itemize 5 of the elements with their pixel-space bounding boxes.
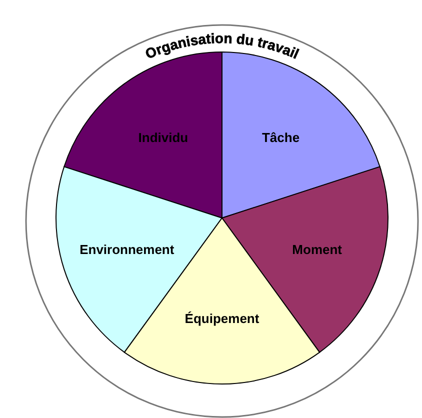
slice-label: Moment <box>292 242 342 257</box>
slice-label: Équipement <box>184 311 260 326</box>
slice-label: Environnement <box>80 242 174 257</box>
slice-label: Individu <box>138 130 188 146</box>
slice-label: Tâche <box>262 130 300 146</box>
